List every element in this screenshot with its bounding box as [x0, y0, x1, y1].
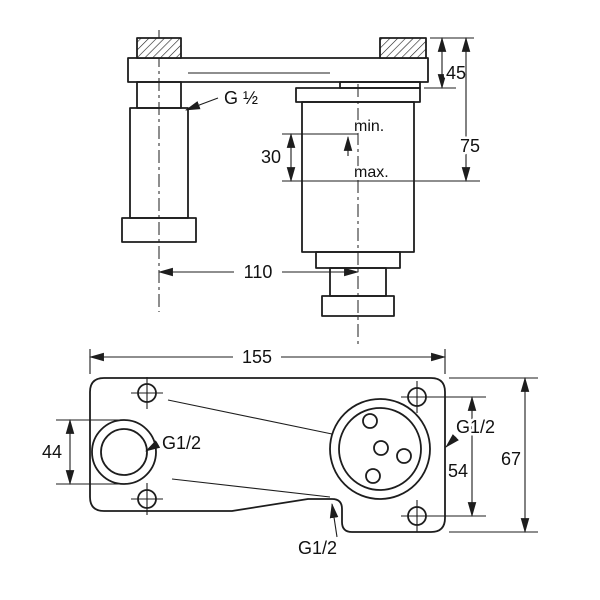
- left-boss-inner: [100, 428, 148, 476]
- left-valve-cap: [121, 217, 197, 243]
- right-thread-connector: [379, 37, 427, 59]
- dim-30-label: 30: [261, 147, 281, 167]
- max-label: max.: [354, 164, 389, 181]
- mixer-outlet: [321, 295, 395, 317]
- dimension-44: 44: [39, 418, 120, 486]
- left-boss-outer: [91, 419, 157, 485]
- cartridge-hole: [396, 448, 412, 464]
- bracket-outline: [89, 377, 446, 533]
- leader-arrow: [145, 440, 161, 452]
- dimension-155: 155: [88, 345, 447, 374]
- leader-arrow: [329, 502, 339, 538]
- screw-hole: [401, 381, 433, 413]
- thread-callout-bottom: G1/2: [296, 502, 340, 561]
- front-view: [89, 377, 446, 533]
- dimension-75: 75: [457, 36, 483, 183]
- dimension-30: 30: [258, 132, 296, 183]
- leader-arrow: [445, 434, 459, 448]
- thread-bottom-label: G1/2: [298, 538, 337, 558]
- cartridge-hole: [362, 413, 378, 429]
- label-backing: [233, 347, 281, 367]
- front-view-dimensions: 155 44 54 67 G1/2: [39, 345, 538, 561]
- web-line-lower: [171, 478, 331, 498]
- side-view: [121, 30, 429, 346]
- screw-hole: [401, 500, 433, 532]
- screw-hole: [131, 483, 163, 515]
- label-backing: [234, 262, 282, 282]
- dim-54-label: 54: [448, 461, 468, 481]
- right-boss-outer: [329, 398, 431, 500]
- spout-arm: [127, 57, 429, 83]
- dim-155-label: 155: [242, 347, 272, 367]
- dim-110-label: 110: [244, 262, 273, 282]
- thread-callout-top: G ½: [184, 86, 261, 111]
- side-view-dimensions: 45 75 min. max. 30 110 G ½: [157, 36, 483, 285]
- cartridge-hole: [373, 440, 389, 456]
- min-max-indicator: min. max.: [282, 116, 480, 184]
- screw-hole: [131, 377, 163, 409]
- thread-right-label: G1/2: [456, 417, 495, 437]
- thread-left-label: G1/2: [162, 433, 201, 453]
- min-label: min.: [354, 118, 384, 135]
- dimension-67: 67: [449, 376, 538, 534]
- right-boss-inner: [338, 407, 422, 491]
- dim-67-label: 67: [501, 449, 521, 469]
- dim-45-label: 45: [446, 63, 466, 83]
- leader-arrow: [184, 97, 219, 111]
- dim-75-label: 75: [460, 136, 480, 156]
- dimension-54: 54: [433, 395, 486, 518]
- thread-callout-left: G1/2: [145, 431, 204, 456]
- web-line-upper: [167, 399, 333, 435]
- dim-44-label: 44: [42, 442, 62, 462]
- left-thread-connector: [136, 37, 182, 59]
- thread-top-label: G ½: [224, 88, 258, 108]
- dimension-110: 110: [157, 260, 360, 285]
- thread-callout-right: G1/2: [445, 415, 498, 448]
- cartridge-hole: [365, 468, 381, 484]
